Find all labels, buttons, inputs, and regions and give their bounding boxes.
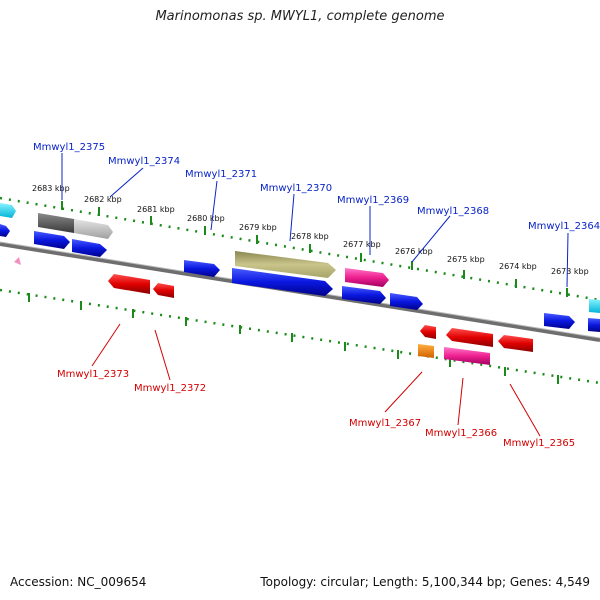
gene-arrow[interactable] [38, 213, 80, 233]
gene-arrow[interactable] [0, 203, 16, 218]
kbp-label: 2675 kbp [447, 255, 485, 264]
gene-arrow[interactable] [498, 335, 533, 352]
kbp-label: 2679 kbp [239, 223, 277, 232]
gene-arrow[interactable] [72, 239, 107, 257]
inner-tick-ring [0, 288, 600, 385]
gene-label[interactable]: Mmwyl1_2374 [108, 156, 180, 167]
gene-label[interactable]: Mmwyl1_2367 [349, 418, 421, 429]
gene-arrow[interactable] [418, 344, 434, 358]
gene-arrow[interactable] [14, 257, 21, 265]
forward-strand-genes [0, 203, 600, 313]
gene-arrow[interactable] [232, 268, 333, 296]
gene-arrow[interactable] [342, 286, 386, 304]
gene-label[interactable]: Mmwyl1_2370 [260, 183, 332, 194]
kbp-label: 2674 kbp [499, 262, 537, 271]
gene-arrow[interactable] [446, 328, 493, 347]
gene-arrow[interactable] [0, 224, 10, 237]
gene-arrow[interactable] [544, 313, 575, 329]
kbp-label: 2683 kbp [32, 184, 70, 193]
gene-arrow[interactable] [235, 251, 336, 278]
gene-label[interactable]: Mmwyl1_2368 [417, 206, 489, 217]
kbp-label: 2681 kbp [137, 205, 175, 214]
kbp-label: 2673 kbp [551, 267, 589, 276]
gene-arrow[interactable] [34, 231, 70, 249]
gene-arrow[interactable] [444, 347, 490, 365]
accession-text: Accession: NC_009654 [10, 575, 147, 589]
gene-arrow[interactable] [420, 325, 436, 339]
gene-label[interactable]: Mmwyl1_2372 [134, 383, 206, 394]
kbp-label: 2678 kbp [291, 232, 329, 241]
kbp-label: 2682 kbp [84, 195, 122, 204]
gene-arrow[interactable] [589, 299, 600, 313]
map-title: Marinomonas sp. MWYL1, complete genome [155, 9, 445, 24]
gene-label[interactable]: Mmwyl1_2369 [337, 195, 409, 206]
gene-arrow[interactable] [153, 283, 174, 298]
inner-major-ticks [28, 293, 559, 384]
kbp-label: 2677 kbp [343, 240, 381, 249]
kbp-label: 2680 kbp [187, 214, 225, 223]
gene-arrow[interactable] [108, 274, 150, 294]
reverse-callout-lines [91, 323, 541, 437]
gene-arrow[interactable] [588, 318, 600, 332]
gene-arrow[interactable] [184, 260, 220, 277]
reverse-strand-genes [14, 257, 533, 365]
kbp-label: 2676 kbp [395, 247, 433, 256]
gene-arrow[interactable] [74, 219, 113, 239]
forward-strand-genes-row2 [0, 224, 600, 332]
gene-label[interactable]: Mmwyl1_2365 [503, 438, 575, 449]
gene-label[interactable]: Mmwyl1_2375 [33, 142, 105, 153]
outer-major-ticks [61, 201, 568, 297]
genome-summary-text: Topology: circular; Length: 5,100,344 bp… [260, 575, 590, 589]
gene-label[interactable]: Mmwyl1_2366 [425, 428, 497, 439]
gene-label[interactable]: Mmwyl1_2371 [185, 169, 257, 180]
gene-arrow[interactable] [390, 293, 423, 310]
reverse-gene-labels: Mmwyl1_2373 Mmwyl1_2372 Mmwyl1_2367 Mmwy… [57, 369, 575, 449]
gene-arrow[interactable] [345, 268, 389, 287]
kbp-labels: 2683 kbp 2682 kbp 2681 kbp 2680 kbp 2679… [32, 184, 589, 276]
forward-callout-lines [61, 153, 569, 288]
gene-label[interactable]: Mmwyl1_2364 [528, 221, 600, 232]
forward-gene-labels: Mmwyl1_2375 Mmwyl1_2374 Mmwyl1_2371 Mmwy… [33, 142, 600, 232]
gene-label[interactable]: Mmwyl1_2373 [57, 369, 129, 380]
